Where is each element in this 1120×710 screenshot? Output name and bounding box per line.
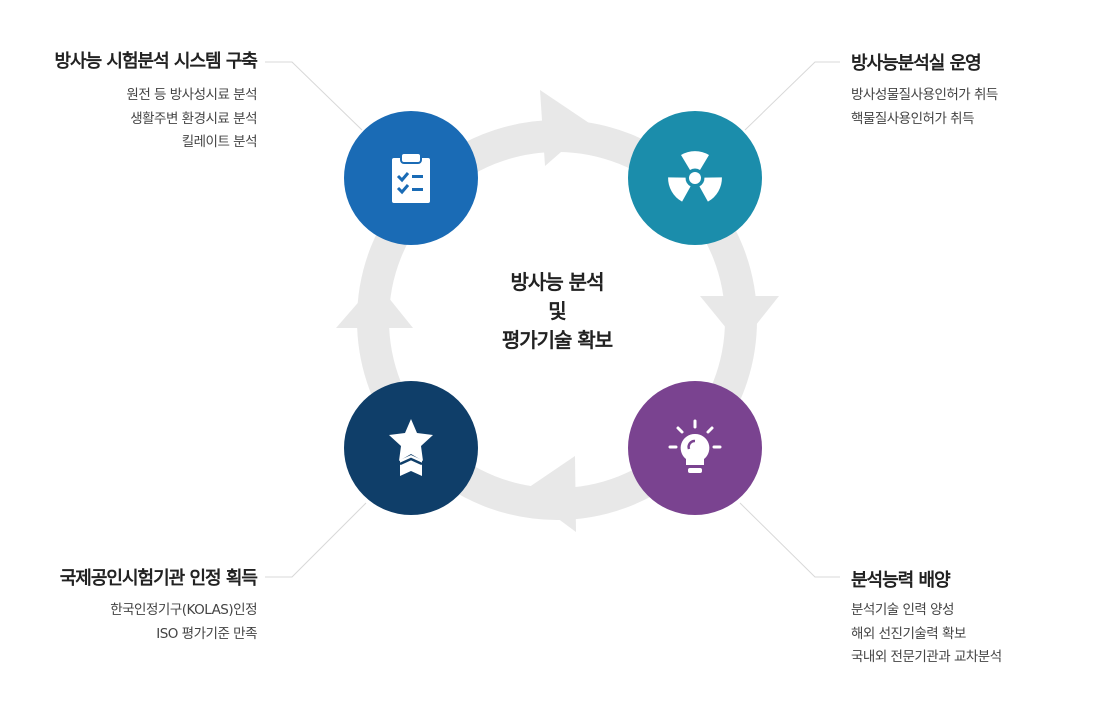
radiation-icon	[668, 151, 722, 202]
center-line-1: 방사능 분석	[510, 270, 605, 294]
node-title-accreditation: 국제공인시험기관 인정 획득	[59, 568, 258, 589]
list-item: 해외 선진기술력 확보	[851, 625, 966, 642]
arrow-bottom	[522, 456, 576, 532]
node-circle-accreditation	[344, 381, 478, 515]
node-circle-capability	[628, 381, 762, 515]
list-item: 국내외 전문기관과 교차분석	[851, 649, 1002, 665]
connector-bottom-left	[265, 502, 367, 578]
node-items-system: 원전 등 방사성시료 분석 생활주변 환경시료 분석 킬레이트 분석	[126, 84, 257, 155]
node-items-accreditation: 한국인정기구(KOLAS)인정 ISO 평가기준 만족	[110, 599, 257, 646]
list-item: 분석기술 인력 양성	[851, 602, 954, 618]
node-circle-system	[344, 111, 478, 245]
node-items-lab: 방사성물질사용인허가 취득 핵물질사용인허가 취득	[851, 84, 998, 131]
connector-top-left	[265, 61, 363, 131]
center-line-3: 평가기술 확보	[501, 328, 613, 352]
list-item: 핵물질사용인허가 취득	[851, 110, 974, 127]
arrow-left	[336, 282, 413, 328]
star-award-icon	[389, 419, 433, 476]
list-item: ISO 평가기준 만족	[156, 625, 257, 642]
arrow-top	[540, 90, 592, 166]
center-line-2: 및	[548, 299, 566, 323]
list-item: 원전 등 방사성시료 분석	[126, 87, 257, 103]
list-item: 방사성물질사용인허가 취득	[851, 87, 998, 103]
list-item: 생활주변 환경시료 분석	[130, 110, 257, 127]
lightbulb-icon	[668, 419, 722, 473]
node-title-capability: 분석능력 배양	[851, 570, 951, 591]
node-title-lab: 방사능분석실 운영	[851, 53, 982, 74]
center-label: 방사능 분석 및 평가기술 확보	[457, 268, 657, 355]
list-item: 킬레이트 분석	[181, 134, 258, 150]
connector-top-right	[744, 61, 840, 131]
connector-bottom-right	[739, 502, 840, 578]
arrow-right	[700, 296, 779, 345]
node-items-capability: 분석기술 인력 양성 해외 선진기술력 확보 국내외 전문기관과 교차분석	[851, 599, 1002, 670]
node-title-system: 방사능 시험분석 시스템 구축	[54, 51, 258, 72]
node-circle-lab	[628, 111, 762, 245]
list-item: 한국인정기구(KOLAS)인정	[110, 602, 257, 618]
clipboard-check-icon	[392, 152, 430, 203]
